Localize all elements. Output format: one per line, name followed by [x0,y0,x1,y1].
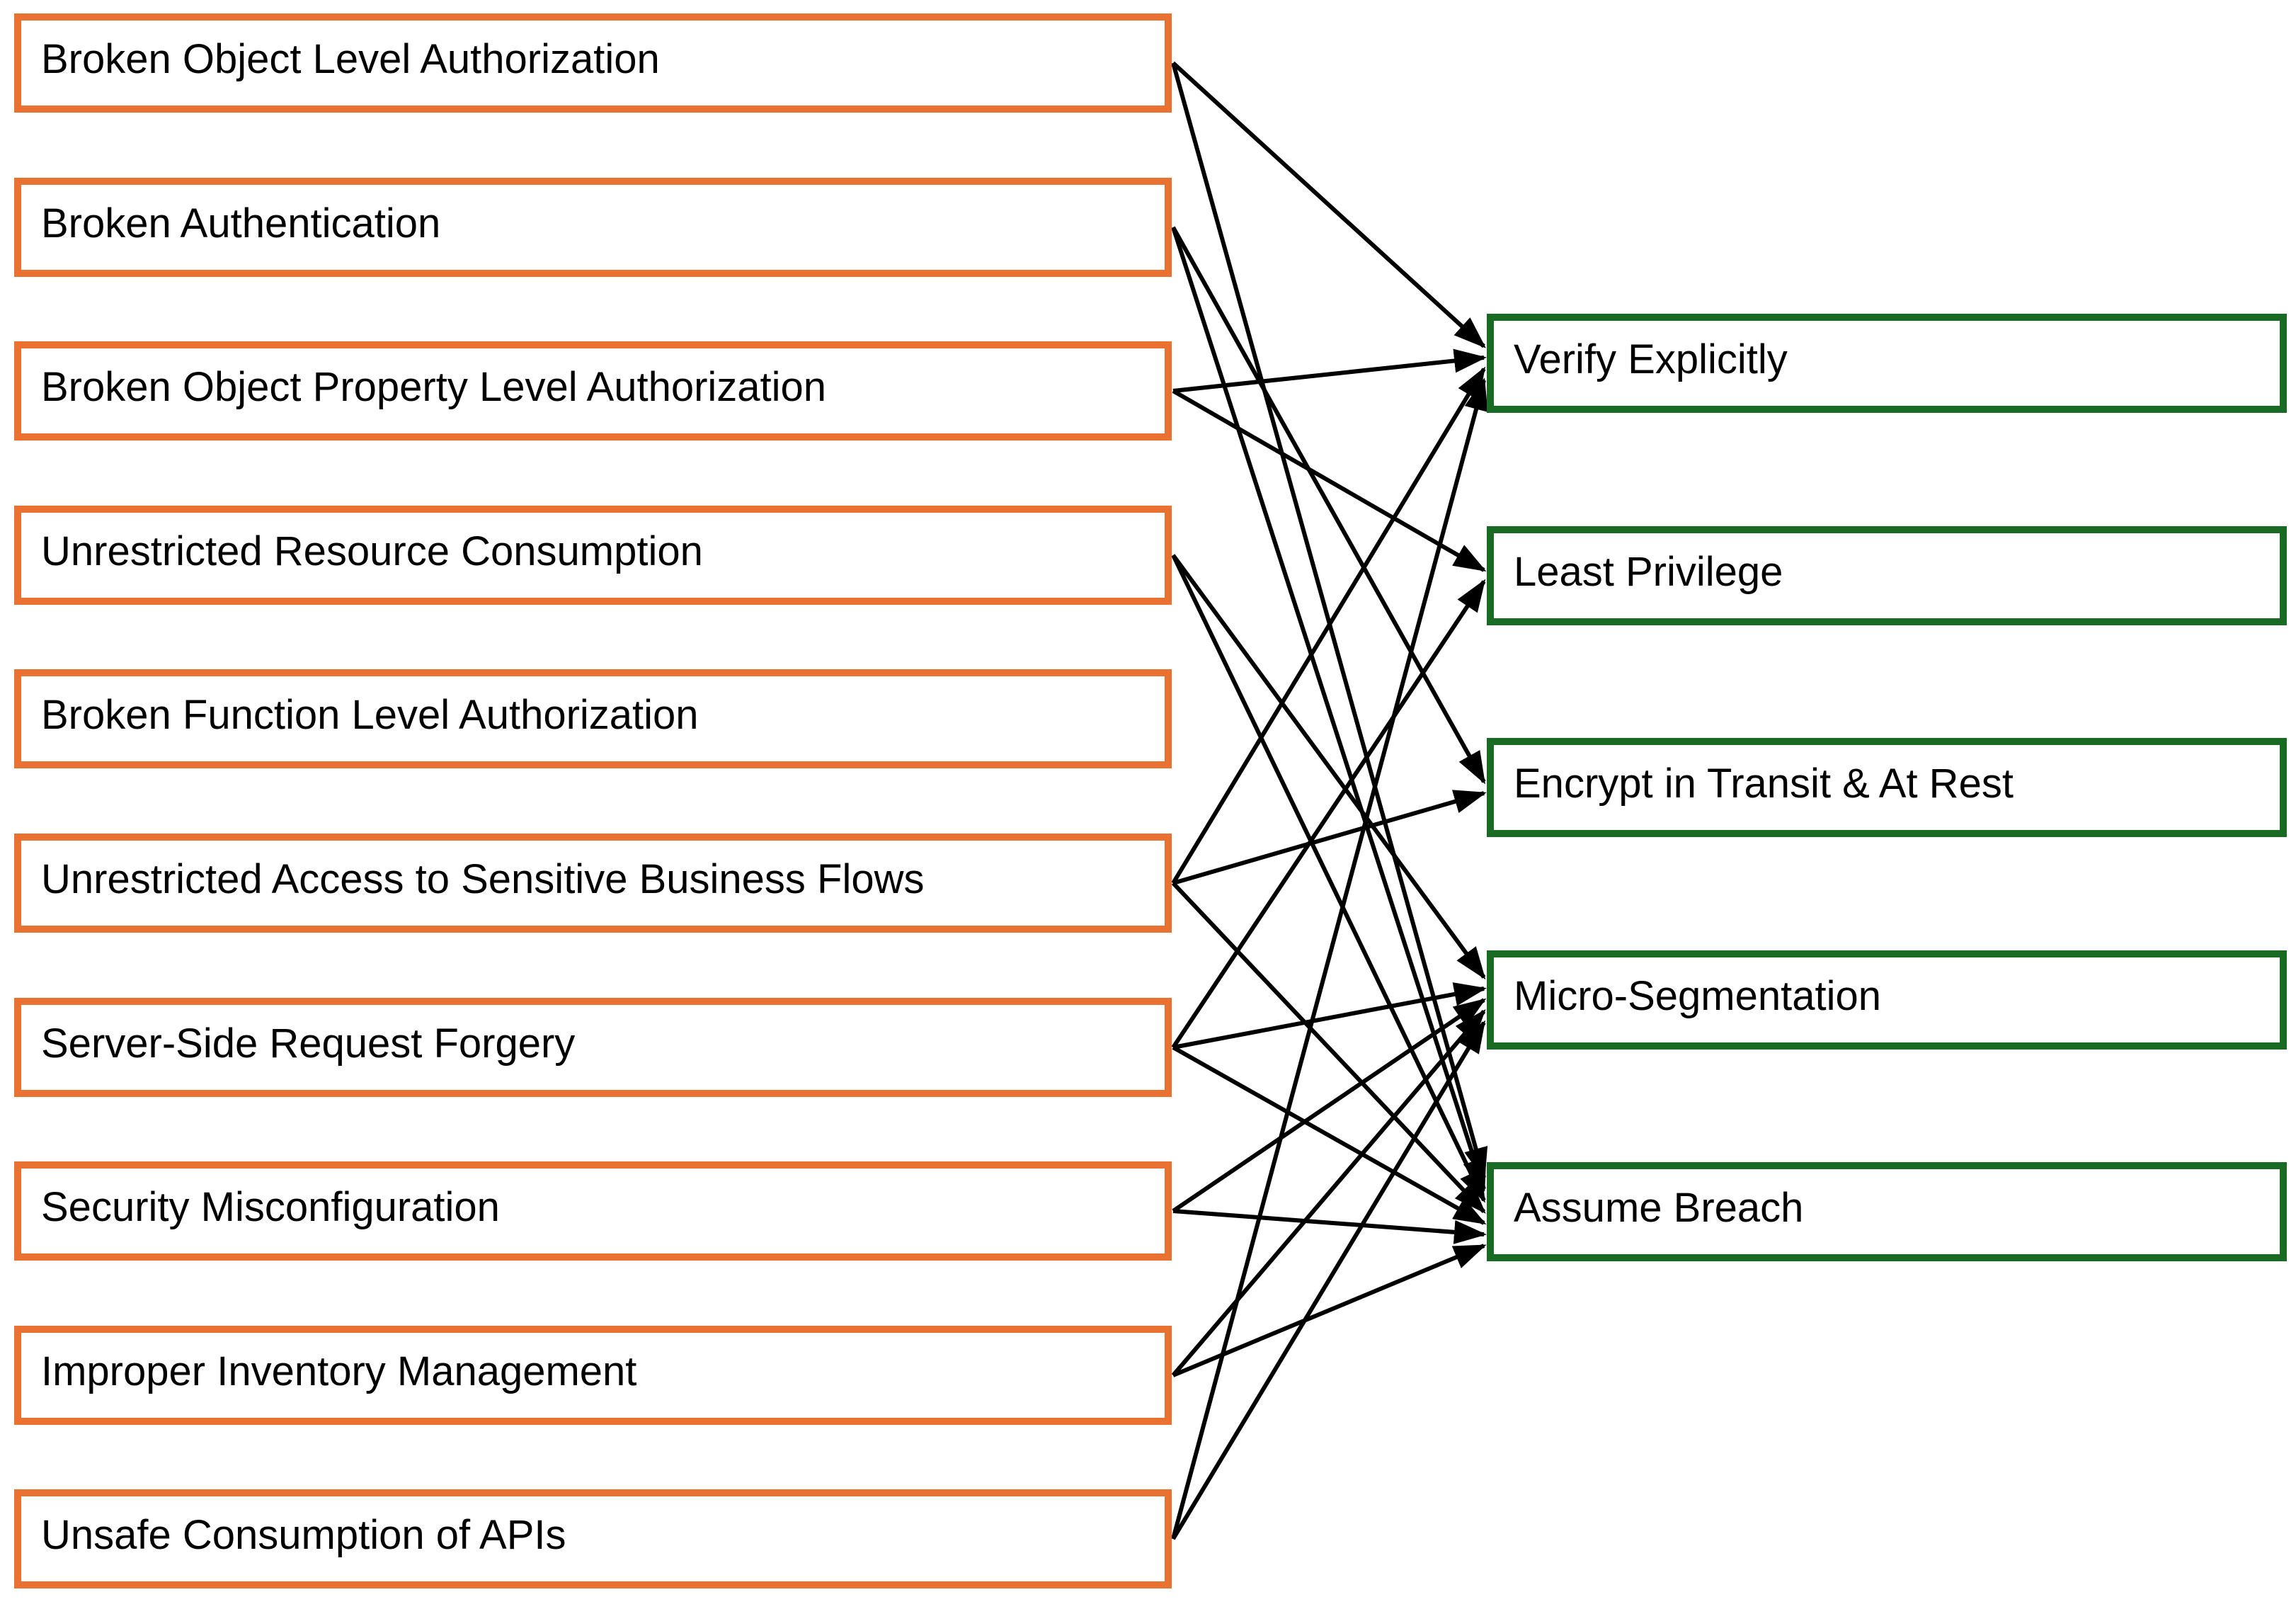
risk-box-server-side-request-forgery: Server-Side Request Forgery [14,998,1172,1097]
risk-label: Unrestricted Resource Consumption [41,528,703,574]
connector-unsafe-consumption-of-apis-to-verify-explicitly [1171,377,1488,1540]
connector-security-misconfiguration-to-assume-breach [1172,1209,1487,1244]
principle-box-encrypt-transit-rest: Encrypt in Transit & At Rest [1487,738,2287,837]
connector-bola-to-verify-explicitly [1171,61,1486,348]
connector-bopla-to-least-privilege [1172,389,1487,572]
risk-label: Server-Side Request Forgery [41,1020,576,1067]
risk-box-bola: Broken Object Level Authorization [14,13,1172,113]
connector-unrestricted-access-business-flows-to-assume-breach [1171,881,1486,1214]
connector-improper-inventory-management-to-micro-segmentation [1171,1008,1486,1377]
risk-box-unrestricted-access-business-flows: Unrestricted Access to Sensitive Busines… [14,834,1172,933]
risk-label: Broken Object Property Level Authorizati… [41,363,827,410]
principle-label: Least Privilege [1514,548,1783,595]
risk-label: Broken Function Level Authorization [41,691,699,738]
risk-box-broken-authentication: Broken Authentication [14,178,1172,277]
risk-label: Improper Inventory Management [41,1348,637,1394]
connector-server-side-request-forgery-to-least-privilege [1171,579,1486,1049]
principle-label: Encrypt in Transit & At Rest [1514,760,2014,807]
principle-label: Verify Explicitly [1514,336,1788,382]
connector-unrestricted-access-business-flows-to-encrypt-transit-rest [1172,790,1487,885]
risk-label: Broken Object Level Authorization [41,35,660,82]
connector-server-side-request-forgery-to-assume-breach [1172,1045,1487,1225]
risk-box-improper-inventory-management: Improper Inventory Management [14,1326,1172,1425]
connector-unrestricted-resource-consumption-to-assume-breach [1171,554,1486,1203]
connector-unsafe-consumption-of-apis-to-micro-segmentation [1171,1020,1486,1540]
risk-label: Unrestricted Access to Sensitive Busines… [41,855,925,902]
principle-label: Assume Breach [1514,1184,1804,1231]
principle-label: Micro-Segmentation [1514,972,1881,1019]
risk-label: Broken Authentication [41,200,441,246]
connector-bola-to-assume-breach [1171,62,1488,1181]
principle-box-least-privilege: Least Privilege [1487,526,2287,625]
connector-broken-authentication-to-encrypt-transit-rest [1171,226,1486,785]
risk-box-unrestricted-resource-consumption: Unrestricted Resource Consumption [14,506,1172,605]
principle-box-verify-explicitly: Verify Explicitly [1487,314,2287,413]
principle-box-micro-segmentation: Micro-Segmentation [1487,950,2287,1050]
risk-box-bopla: Broken Object Property Level Authorizati… [14,341,1172,440]
connector-unrestricted-resource-consumption-to-micro-segmentation [1171,554,1486,980]
connector-server-side-request-forgery-to-micro-segmentation [1172,982,1487,1050]
principle-box-assume-breach: Assume Breach [1487,1162,2287,1261]
risk-box-broken-function-level-authorization: Broken Function Level Authorization [14,669,1172,768]
connector-improper-inventory-management-to-assume-breach [1172,1244,1487,1377]
connector-broken-authentication-to-assume-breach [1171,227,1487,1192]
risk-box-unsafe-consumption-of-apis: Unsafe Consumption of APIs [14,1489,1172,1588]
connector-security-misconfiguration-to-micro-segmentation [1172,998,1487,1213]
risk-label: Security Misconfiguration [41,1183,500,1230]
risk-box-security-misconfiguration: Security Misconfiguration [14,1161,1172,1261]
risk-label: Unsafe Consumption of APIs [41,1511,566,1558]
